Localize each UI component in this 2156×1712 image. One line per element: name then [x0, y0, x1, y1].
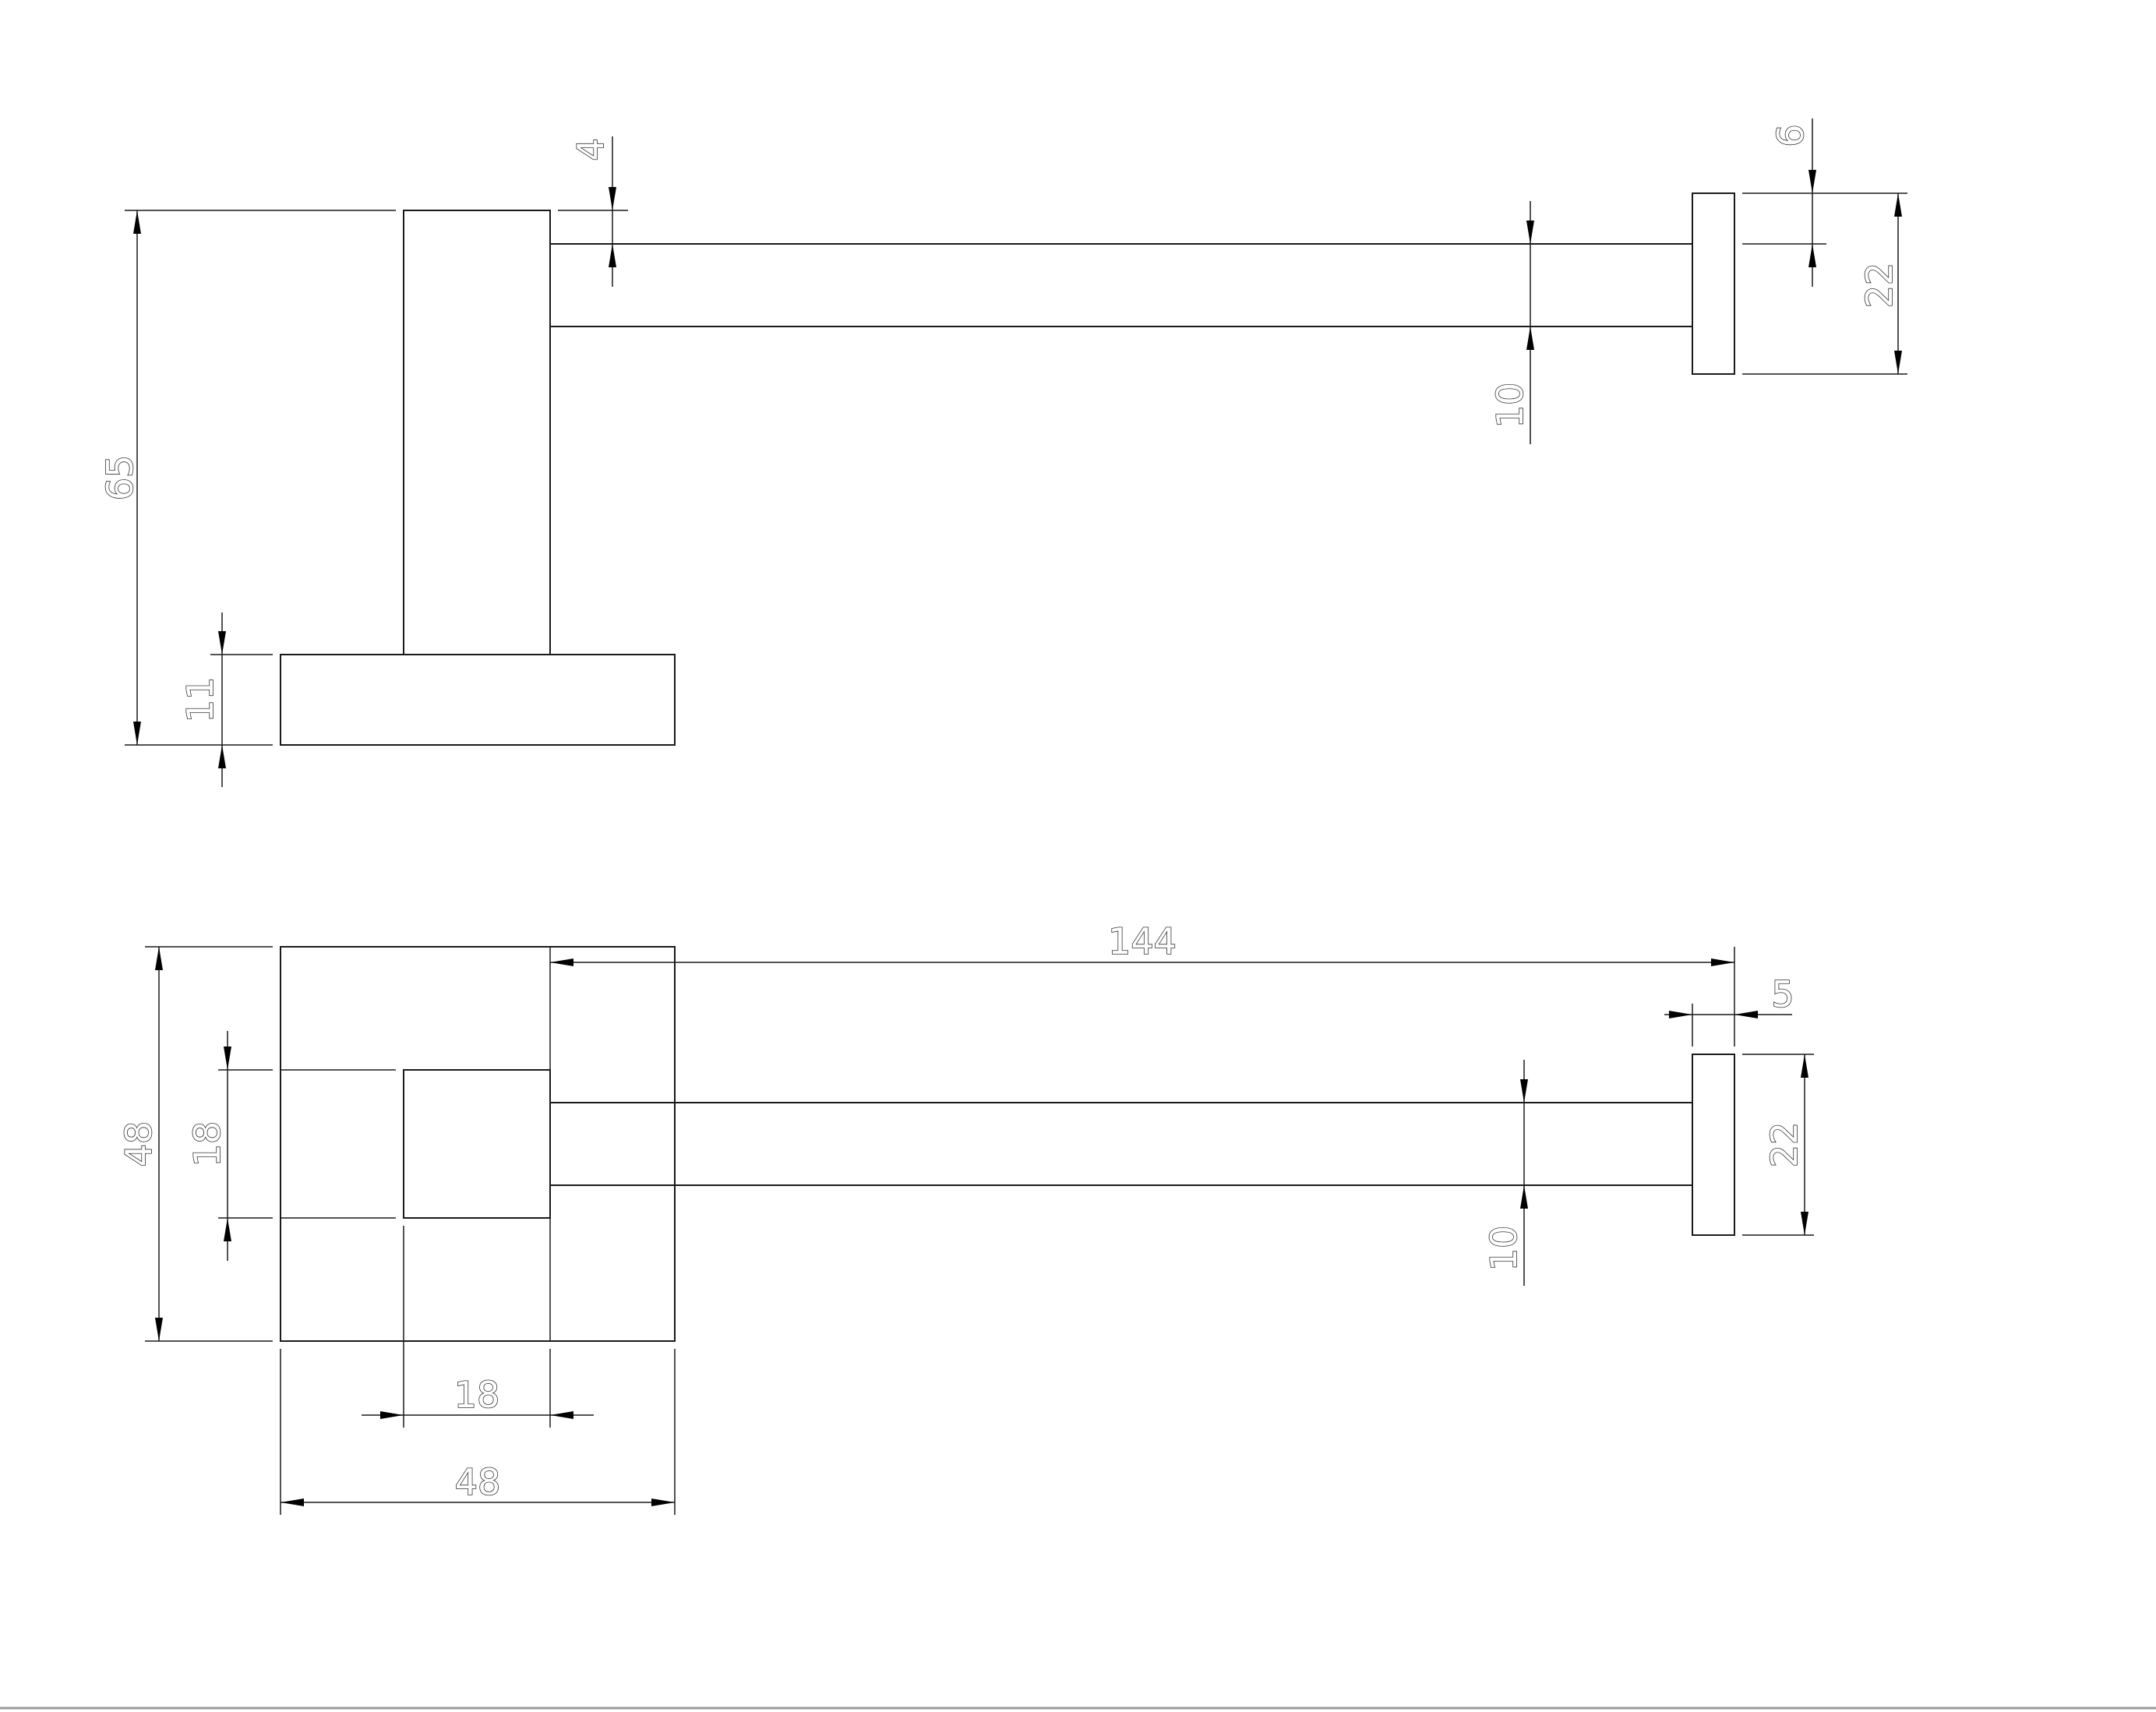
dim-label-arm-thickness: 10: [1489, 383, 1531, 429]
dim-arm-width: 10: [1482, 1060, 1528, 1286]
dim-label-post-width: 18: [454, 1374, 500, 1416]
dim-label-end-cap-offset: 6: [1770, 124, 1812, 146]
dim-arm-length: 144: [550, 920, 1735, 1047]
dim-label-arm-length: 144: [1108, 920, 1177, 962]
dim-label-post-height: 18: [186, 1121, 228, 1167]
top-end-cap: [1692, 1054, 1735, 1236]
dim-height-total: 65: [98, 210, 396, 746]
dim-plate-height: 48: [117, 946, 273, 1342]
top-view: 48 18 144 5 22: [117, 920, 1814, 1515]
dim-end-cap-thickness: 5: [1664, 972, 1794, 1047]
dim-label-plate-height: 48: [118, 1121, 160, 1167]
dim-label-height-total: 65: [99, 455, 141, 501]
side-base: [280, 654, 676, 746]
side-post: [403, 210, 551, 655]
top-post: [403, 1069, 551, 1219]
dim-post-height: 18: [185, 1031, 273, 1261]
dim-label-base-thickness: 11: [179, 677, 221, 723]
dim-arm-thickness: 10: [1488, 201, 1534, 444]
dim-label-end-cap-height: 22: [1858, 263, 1900, 309]
top-arm: [549, 1102, 1693, 1186]
side-end-cap: [1692, 192, 1735, 375]
dim-end-cap-offset: 6: [1742, 118, 1907, 287]
dim-top-end-cap-height: 22: [1742, 1054, 1814, 1236]
dim-label-arm-width: 10: [1483, 1226, 1525, 1272]
top-plate: [280, 946, 676, 1342]
dim-post-width: 18: [362, 1226, 594, 1428]
dim-label-plate-width: 48: [455, 1461, 501, 1503]
dim-label-arm-offset: 4: [570, 138, 612, 161]
dim-base-thickness: 11: [178, 612, 273, 787]
dim-plate-width: 48: [280, 1349, 676, 1515]
dim-label-end-cap-thickness: 5: [1771, 973, 1794, 1015]
dim-label-top-end-cap-height: 22: [1763, 1122, 1805, 1168]
side-arm: [549, 243, 1693, 327]
side-view: 65 11 4 10: [98, 118, 1907, 787]
dim-arm-offset: 4: [558, 136, 628, 287]
dim-end-cap-height: 22: [1742, 193, 1907, 375]
